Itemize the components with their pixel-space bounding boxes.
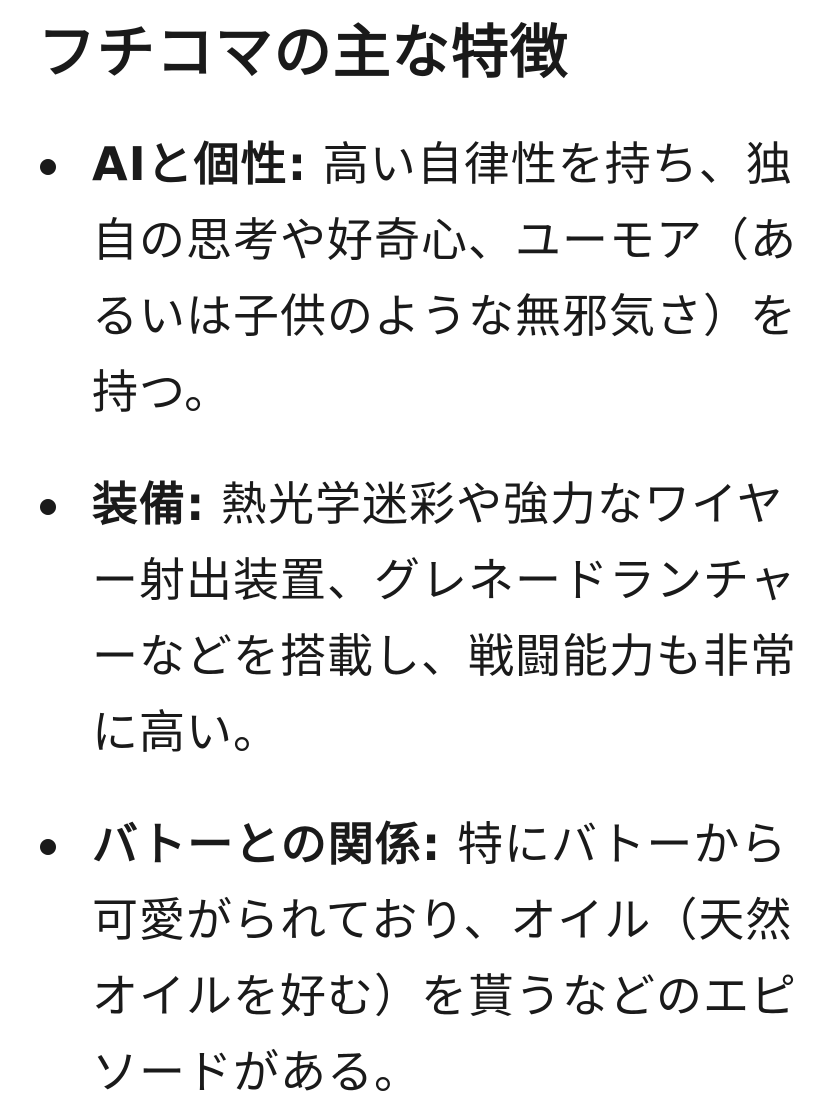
feature-text: AIと個性: 高い自律性を持ち、独自の思考や好奇心、ユーモア（あるいは子供のよう…	[92, 126, 807, 430]
feature-description: 熱光学迷彩や強力なワイヤー射出装置、グレネードランチャーなどを搭載し、戦闘能力も…	[92, 477, 797, 759]
document-page: フチコマの主な特徴 AIと個性: 高い自律性を持ち、独自の思考や好奇心、ユーモア…	[38, 18, 796, 1099]
feature-label: 装備:	[92, 477, 206, 531]
page-title: フチコマの主な特徴	[38, 18, 570, 86]
feature-description: 高い自律性を持ち、独自の思考や好奇心、ユーモア（あるいは子供のような無邪気さ）を…	[92, 137, 797, 419]
feature-label: AIと個性:	[92, 137, 308, 191]
bullet-icon	[40, 159, 56, 175]
feature-text: バトーとの関係: 特にバトーから可愛がられており、オイル（天然オイルを好む）を貰…	[92, 806, 807, 1110]
feature-label: バトーとの関係:	[92, 817, 442, 871]
bullet-icon	[40, 839, 56, 855]
list-item-ai-personality: AIと個性: 高い自律性を持ち、独自の思考や好奇心、ユーモア（あるいは子供のよう…	[38, 126, 840, 430]
list-item-equipment: 装備: 熱光学迷彩や強力なワイヤー射出装置、グレネードランチャーなどを搭載し、戦…	[38, 466, 840, 770]
feature-text: 装備: 熱光学迷彩や強力なワイヤー射出装置、グレネードランチャーなどを搭載し、戦…	[92, 466, 807, 770]
bullet-icon	[40, 499, 56, 515]
feature-list: AIと個性: 高い自律性を持ち、独自の思考や好奇心、ユーモア（あるいは子供のよう…	[38, 126, 840, 1110]
list-item-batou-relationship: バトーとの関係: 特にバトーから可愛がられており、オイル（天然オイルを好む）を貰…	[38, 806, 840, 1110]
